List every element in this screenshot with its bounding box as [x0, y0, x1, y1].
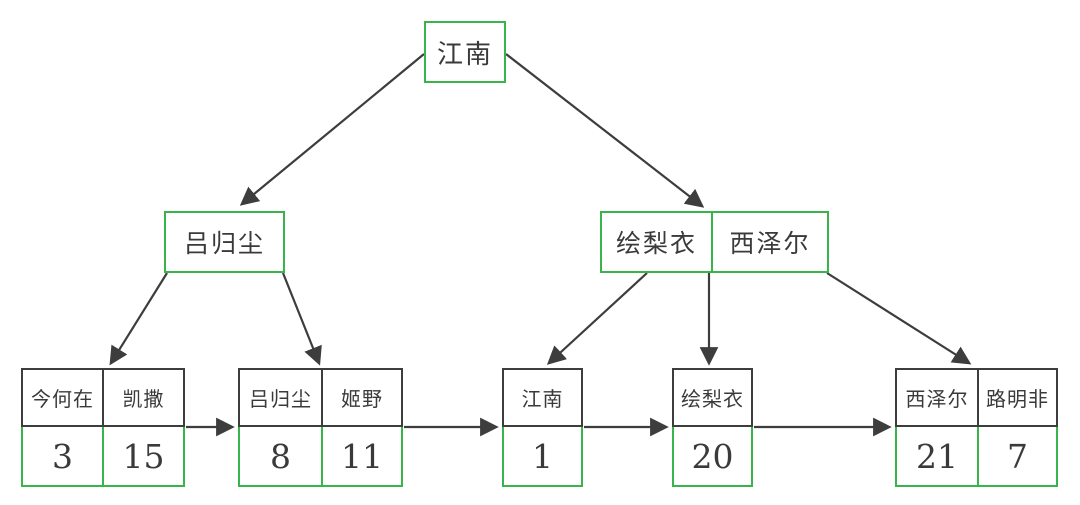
leaf-1-key-1: 今何在: [31, 387, 94, 411]
leaf-1-value-cell-1: 3: [21, 427, 104, 487]
leaf-5-value-row: 21 7: [895, 427, 1058, 487]
internal-right-key-label-1: 绘梨衣: [615, 229, 697, 258]
leaf-1-key-2: 凯撒: [122, 387, 165, 411]
leaf-2-value-cell-2: 11: [321, 427, 403, 487]
leaf-5-value-cell-1: 21: [895, 427, 979, 487]
edge-internal-right-leaf5: [826, 272, 972, 365]
leaf-5-value-1: 21: [916, 436, 958, 476]
leaf-2-value-row: 8 11: [238, 427, 403, 487]
leaf-2-key-cell-1: 吕归尘: [238, 368, 323, 427]
leaf-node-5: 西泽尔 路明非 21 7: [895, 368, 1058, 487]
leaf-2-key-2: 姬野: [341, 387, 383, 411]
leaf-4-key-row: 绘梨衣: [672, 368, 753, 427]
leaf-node-2: 吕归尘 姬野 8 11: [238, 368, 403, 487]
internal-right-key-cell-1: 绘梨衣: [600, 211, 713, 273]
leaf-4-value-cell-1: 20: [672, 427, 753, 487]
edge-root-internal-right: [505, 53, 705, 208]
leaf-node-4: 绘梨衣 20: [672, 368, 753, 487]
leaf-2-key-row: 吕归尘 姬野: [238, 368, 403, 427]
leaf-5-key-2: 路明非: [986, 387, 1049, 411]
leaf-2-value-2: 11: [341, 436, 383, 476]
internal-right-key-cell-2: 西泽尔: [711, 211, 829, 273]
leaf-node-3: 江南 1: [502, 368, 583, 487]
leaf-2-key-cell-2: 姬野: [321, 368, 403, 427]
internal-node-right: 绘梨衣 西泽尔: [600, 211, 829, 273]
root-key-cell: 江南: [424, 21, 506, 83]
edge-internal-right-leaf3: [546, 272, 648, 365]
leaf-2-value-1: 8: [270, 436, 291, 476]
leaf-1-value-1: 3: [52, 436, 73, 476]
leaf-2-value-cell-1: 8: [238, 427, 323, 487]
leaf-1-value-row: 3 15: [21, 427, 185, 487]
edge-internal-left-leaf1: [109, 272, 168, 366]
leaf-5-key-cell-2: 路明非: [977, 368, 1058, 427]
leaf-1-key-cell-1: 今何在: [21, 368, 104, 427]
leaf-3-key-1: 江南: [521, 387, 564, 411]
leaf-5-value-2: 7: [1007, 436, 1028, 476]
leaf-3-value-1: 1: [532, 436, 553, 476]
leaf-5-key-cell-1: 西泽尔: [895, 368, 979, 427]
internal-node-left: 吕归尘: [164, 211, 285, 273]
leaf-1-key-cell-2: 凯撒: [102, 368, 185, 427]
leaf-3-key-cell-1: 江南: [502, 368, 583, 427]
leaf-5-key-1: 西泽尔: [905, 387, 969, 411]
root-key-label: 江南: [436, 39, 493, 70]
internal-left-key-label: 吕归尘: [183, 229, 265, 258]
leaf-5-value-cell-2: 7: [977, 427, 1058, 487]
leaf-1-value-cell-2: 15: [102, 427, 185, 487]
internal-left-key-cell: 吕归尘: [164, 211, 285, 273]
leaf-5-key-row: 西泽尔 路明非: [895, 368, 1058, 427]
leaf-3-value-row: 1: [502, 427, 583, 487]
leaf-node-1: 今何在 凯撒 3 15: [21, 368, 185, 487]
leaf-1-key-row: 今何在 凯撒: [21, 368, 185, 427]
leaf-1-value-2: 15: [122, 436, 165, 476]
leaf-4-key-cell-1: 绘梨衣: [672, 368, 753, 427]
leaf-4-value-row: 20: [672, 427, 753, 487]
leaf-2-key-1: 吕归尘: [249, 387, 312, 411]
leaf-4-key-1: 绘梨衣: [681, 387, 744, 411]
leaf-3-value-cell-1: 1: [502, 427, 583, 487]
edge-internal-left-leaf2: [281, 272, 322, 366]
leaf-3-key-row: 江南: [502, 368, 583, 427]
edge-root-internal-left: [239, 53, 425, 206]
internal-right-key-label-2: 西泽尔: [729, 229, 811, 258]
leaf-4-value-1: 20: [691, 436, 734, 476]
root-node: 江南: [424, 21, 506, 83]
